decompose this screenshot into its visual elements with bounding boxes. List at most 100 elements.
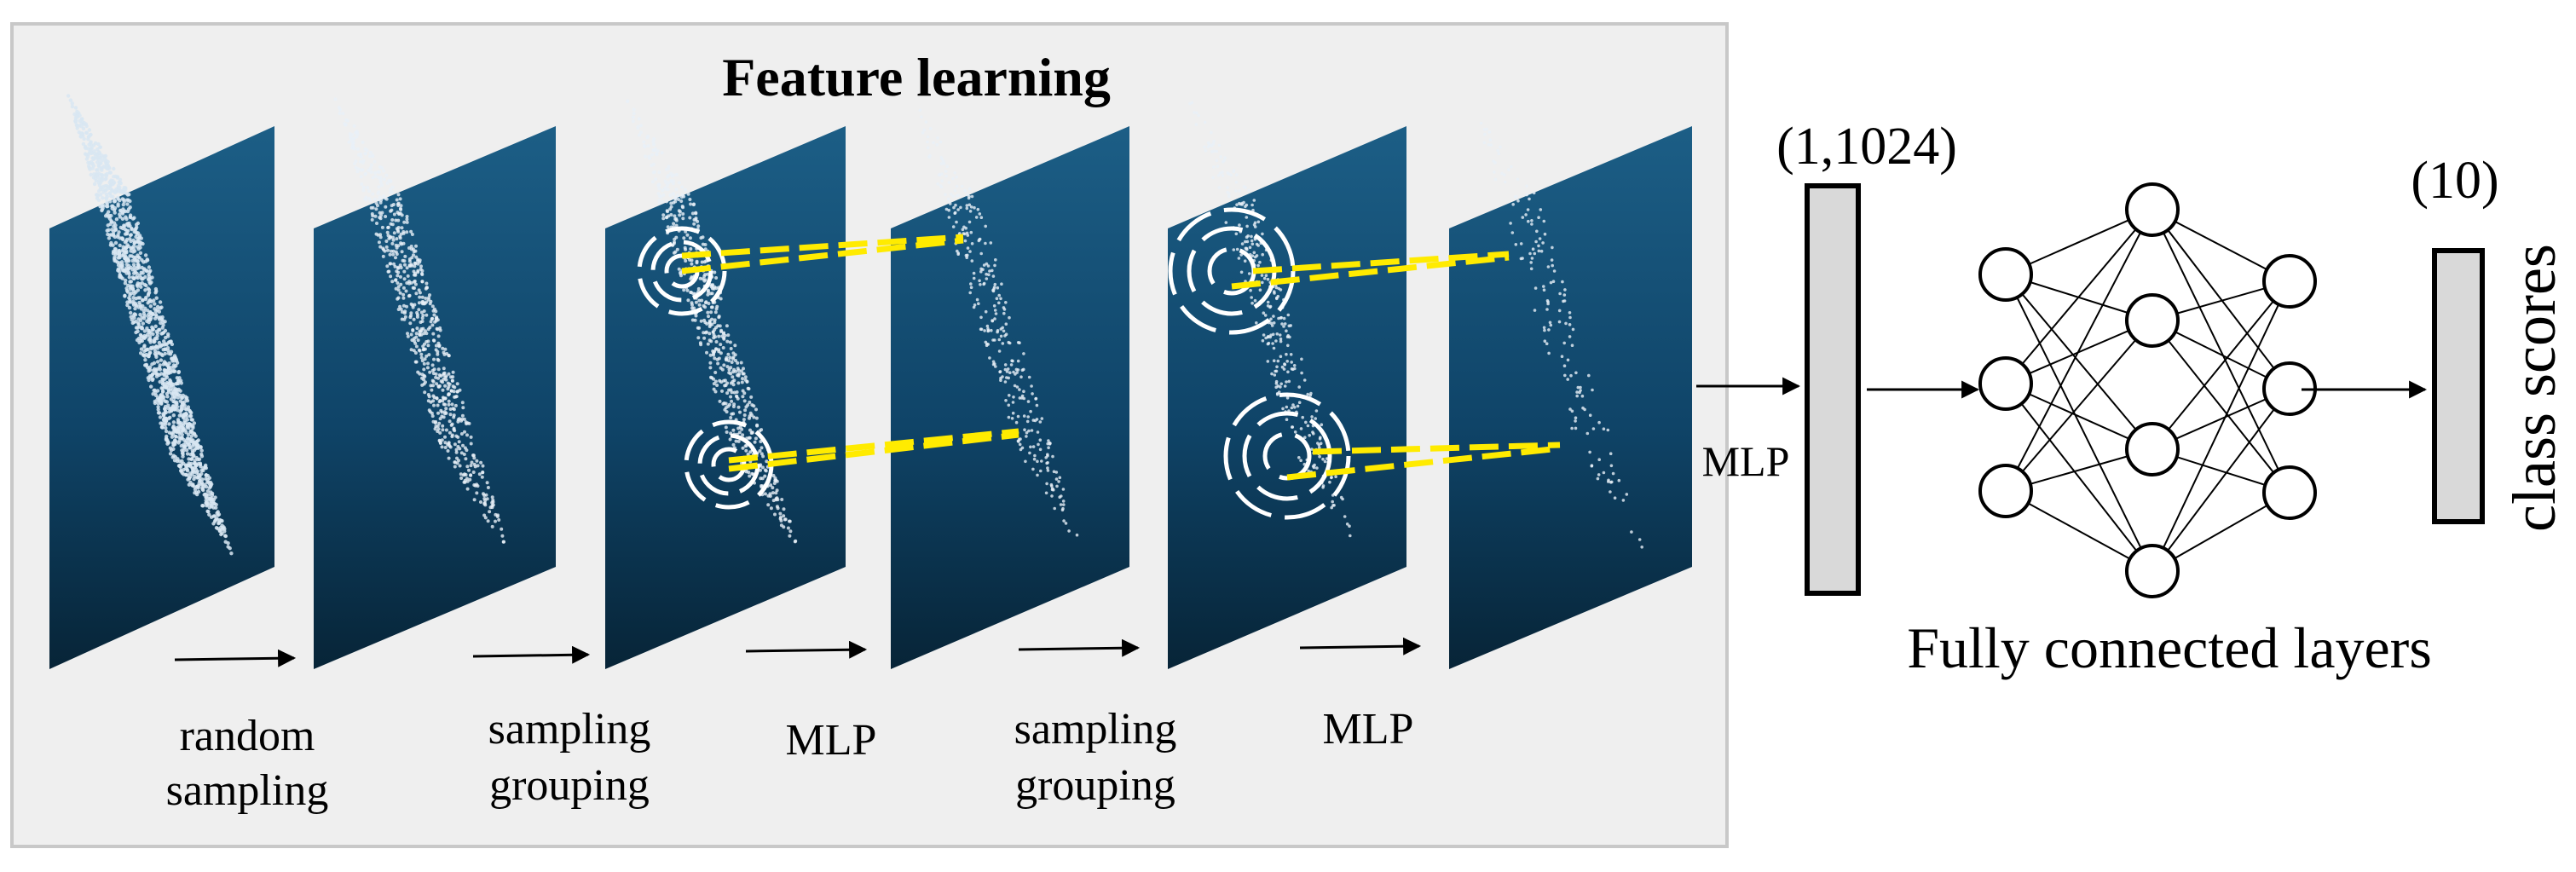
cloud-point xyxy=(1075,533,1079,537)
fc-edge xyxy=(2151,209,2290,494)
fc-edge xyxy=(2151,280,2290,450)
cloud-point xyxy=(126,270,131,274)
cloud-point xyxy=(451,370,455,374)
cloud-point xyxy=(96,158,101,162)
fc-neuron xyxy=(1978,247,2033,302)
cloud-point xyxy=(378,178,383,182)
cloud-point xyxy=(178,409,182,414)
cloud-point xyxy=(446,381,450,385)
cloud-point xyxy=(1293,430,1297,434)
cloud-point xyxy=(1010,359,1014,363)
cloud-point xyxy=(407,281,412,286)
cloud-point xyxy=(748,401,752,404)
cloud-point xyxy=(1334,475,1337,478)
cloud-point xyxy=(155,308,159,312)
cloud-point xyxy=(1237,257,1241,260)
cloud-point xyxy=(754,407,758,412)
cloud-point xyxy=(157,351,161,355)
cloud-point xyxy=(720,389,724,393)
cloud-point xyxy=(476,464,480,468)
cloud-point xyxy=(1293,406,1297,409)
cloud-point xyxy=(389,262,393,266)
cloud-point xyxy=(686,298,690,303)
cloud-point xyxy=(731,405,736,408)
cloud-point xyxy=(409,229,413,234)
cloud-point xyxy=(413,286,416,290)
cloud-point xyxy=(145,332,150,337)
cloud-point xyxy=(775,496,779,500)
cloud-point xyxy=(1313,463,1316,467)
cloud-point xyxy=(1570,426,1574,430)
cloud-point xyxy=(164,429,169,434)
cloud-point xyxy=(1258,288,1262,292)
feature-learning-title: Feature learning xyxy=(722,47,1111,107)
cloud-point xyxy=(743,375,748,379)
cloud-point xyxy=(742,399,747,403)
cloud-point xyxy=(1349,534,1352,538)
cloud-point xyxy=(731,351,736,355)
cloud-point xyxy=(379,183,384,188)
cloud-point xyxy=(378,235,383,240)
cloud-point xyxy=(1250,234,1253,239)
cloud-point xyxy=(447,354,451,357)
cloud-point xyxy=(1004,399,1008,402)
cloud-point xyxy=(1047,446,1050,449)
cloud-point xyxy=(1054,477,1059,481)
cloud-point xyxy=(1256,263,1260,268)
cloud-point xyxy=(461,443,465,448)
cloud-point xyxy=(162,416,166,421)
cloud-point xyxy=(979,269,983,274)
cloud-point xyxy=(1206,145,1210,149)
cloud-point xyxy=(424,297,428,300)
cloud-point xyxy=(1597,420,1601,424)
cloud-point xyxy=(679,195,684,199)
cloud-point xyxy=(730,399,734,403)
cloud-point xyxy=(203,465,207,470)
cloud-point xyxy=(1558,292,1562,296)
cloud-point xyxy=(714,326,718,330)
cloud-point xyxy=(1067,529,1071,533)
cloud-point xyxy=(1319,436,1322,439)
cloud-point xyxy=(724,425,728,430)
cloud-point xyxy=(735,390,739,394)
cloud-point xyxy=(369,205,373,210)
cloud-point xyxy=(729,395,733,399)
cloud-point xyxy=(188,471,193,476)
cloud-point xyxy=(1323,459,1327,464)
cloud-point xyxy=(947,216,951,219)
cloud-point xyxy=(1003,380,1008,384)
cloud-point xyxy=(771,474,776,477)
cloud-point xyxy=(706,290,710,294)
cloud-point xyxy=(1013,384,1017,388)
cloud-point xyxy=(377,176,381,180)
cloud-point xyxy=(746,386,750,390)
cloud-point xyxy=(713,318,717,322)
cloud-point xyxy=(1250,254,1255,258)
cloud-point xyxy=(1343,515,1347,518)
cloud-point xyxy=(717,349,721,354)
cloud-point xyxy=(1568,323,1572,326)
cloud-point xyxy=(1275,332,1279,336)
cloud-point xyxy=(403,263,407,267)
cloud-point xyxy=(1630,530,1633,534)
cloud-point xyxy=(165,380,169,385)
cloud-point xyxy=(170,342,175,347)
cloud-point xyxy=(477,472,482,476)
cloud-point xyxy=(155,331,159,335)
cloud-point xyxy=(180,432,184,437)
cloud-point xyxy=(501,540,505,544)
cloud-point xyxy=(1487,143,1491,147)
cloud-point xyxy=(147,291,152,295)
cloud-point xyxy=(143,358,147,362)
cloud-point xyxy=(416,270,420,274)
cloud-point xyxy=(166,386,170,390)
cloud-point xyxy=(688,236,692,240)
cloud-point xyxy=(165,391,170,396)
cloud-point xyxy=(373,170,378,175)
cloud-point xyxy=(991,319,994,322)
cloud-point xyxy=(412,349,416,353)
cloud-point xyxy=(1591,427,1596,430)
cloud-point xyxy=(1022,390,1025,394)
cloud-point xyxy=(465,487,470,491)
cloud-point xyxy=(732,367,736,372)
